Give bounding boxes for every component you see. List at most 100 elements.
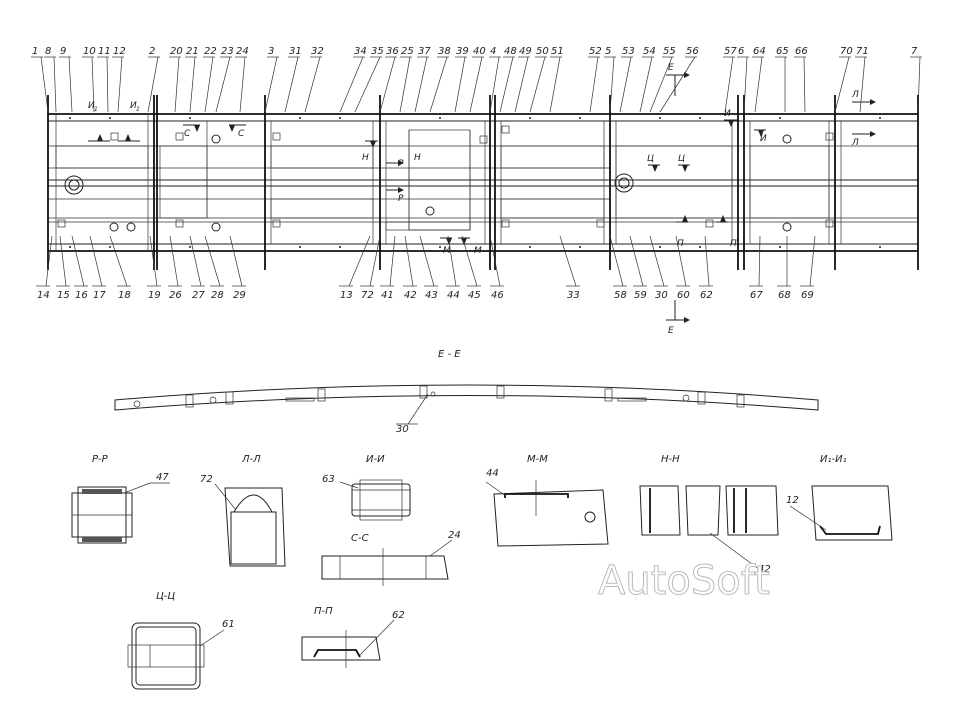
leader-line xyxy=(189,56,196,113)
leader-line xyxy=(147,56,159,113)
callout: 61 xyxy=(222,619,235,630)
cut-mark: С xyxy=(184,129,191,139)
callout-number: 51 xyxy=(551,46,564,57)
section-i-i: И-И 63 xyxy=(322,454,411,521)
callout-number: 12 xyxy=(113,46,126,57)
leader-line xyxy=(589,56,599,113)
leader-line xyxy=(917,56,921,113)
cut-mark: Р xyxy=(398,159,404,169)
callout-number: 15 xyxy=(57,290,70,301)
callout-number: 8 xyxy=(45,46,51,57)
callout-number: 17 xyxy=(93,290,106,301)
cut-mark: С xyxy=(238,129,245,139)
callout-number: 4 xyxy=(490,46,496,57)
cut-mark: П xyxy=(677,239,684,249)
callout-number: 18 xyxy=(118,290,131,301)
callout-number: 48 xyxy=(504,46,517,57)
leader-line xyxy=(174,56,180,113)
callout-number: 24 xyxy=(236,46,249,57)
cut-mark: И xyxy=(760,134,767,144)
section-title: Ц-Ц xyxy=(156,591,175,602)
leader-line xyxy=(379,56,396,113)
callout-number: 7 xyxy=(911,46,918,57)
callout-number: 22 xyxy=(204,46,217,57)
section-c-c: Ц-Ц 61 xyxy=(127,591,235,690)
callout-number: 66 xyxy=(795,46,808,57)
callout-number: 30 xyxy=(655,290,668,301)
callout-number: 13 xyxy=(340,290,353,301)
leader-line xyxy=(204,235,221,287)
leader-line xyxy=(45,235,53,287)
callout-number: 64 xyxy=(753,46,766,57)
leader-line xyxy=(229,235,243,287)
leader-line xyxy=(419,235,435,287)
leader-line xyxy=(189,235,202,287)
callout-number: 36 xyxy=(386,46,399,57)
callout-number: 34 xyxy=(354,46,367,57)
cut-mark: Ц xyxy=(647,154,654,164)
callout-number: 33 xyxy=(567,290,580,301)
section-title: Р-Р xyxy=(92,454,109,465)
cut-mark: М xyxy=(474,246,482,256)
callout-number: 1 xyxy=(32,46,38,57)
section-p-p: П-П 62 xyxy=(301,606,405,668)
callout-number: 23 xyxy=(221,46,234,57)
callout-number: 62 xyxy=(700,290,713,301)
callout-number: 31 xyxy=(289,46,302,57)
leader-line xyxy=(71,235,85,287)
leader-line xyxy=(40,56,49,113)
callout-number: 43 xyxy=(425,290,438,301)
cut-mark: Е xyxy=(668,63,674,73)
section-title: Л-Л xyxy=(241,454,261,465)
cut-mark-subscript: 1 xyxy=(136,106,140,113)
callout-number: 38 xyxy=(438,46,451,57)
leader-line xyxy=(304,56,321,113)
callout-number: 3 xyxy=(268,46,274,57)
callout-number: 16 xyxy=(75,290,88,301)
callout-number: 20 xyxy=(170,46,183,57)
leader-line xyxy=(649,56,673,113)
section-title: Е - Е xyxy=(438,349,461,360)
callout-number: 41 xyxy=(381,290,394,301)
leaders-bottom xyxy=(36,235,816,287)
callout-number: 54 xyxy=(643,46,656,57)
section-letters-top-view: И И С С Н Н Р Р М М Е Е Ц Ц И И П П Л Л … xyxy=(88,63,859,336)
leader-line xyxy=(414,56,428,113)
cut-mark: Р xyxy=(398,194,404,204)
callout: 63 xyxy=(322,474,335,485)
leader-line xyxy=(369,235,381,287)
callout-number: 59 xyxy=(634,290,647,301)
section-title: П-П xyxy=(314,606,333,617)
leader-line xyxy=(724,56,734,113)
callout: 12 xyxy=(786,495,799,506)
callout: 42 xyxy=(758,564,771,575)
leader-line xyxy=(549,56,561,113)
leader-line xyxy=(264,56,278,113)
callout-number: 56 xyxy=(686,46,699,57)
callout-number: 5 xyxy=(605,46,611,57)
leader-line xyxy=(53,56,57,113)
leader-line xyxy=(489,235,501,287)
callout-number: 67 xyxy=(750,290,763,301)
leader-line xyxy=(149,235,158,287)
callout-number: 2 xyxy=(149,46,155,57)
callout-number: 68 xyxy=(778,290,791,301)
section-title: И₁-И₁ xyxy=(820,454,847,465)
callout-number: 60 xyxy=(677,290,690,301)
callout-number: 9 xyxy=(60,46,66,57)
section-i1-i1: И₁-И₁ 12 xyxy=(786,454,893,541)
callout-number: 21 xyxy=(186,46,199,57)
callout-number: 42 xyxy=(404,290,417,301)
leader-line xyxy=(859,56,866,113)
cut-mark: Л xyxy=(851,90,859,100)
leader-line xyxy=(109,235,128,287)
callout-number: 25 xyxy=(401,46,414,57)
cut-mark: И xyxy=(724,109,731,119)
leader-line xyxy=(489,56,500,113)
section-e-e: Е - Е 30 xyxy=(114,349,819,435)
callout-number: 45 xyxy=(468,290,481,301)
leader-line xyxy=(404,235,414,287)
section-title: М-М xyxy=(527,454,548,465)
leader-line xyxy=(469,56,483,113)
